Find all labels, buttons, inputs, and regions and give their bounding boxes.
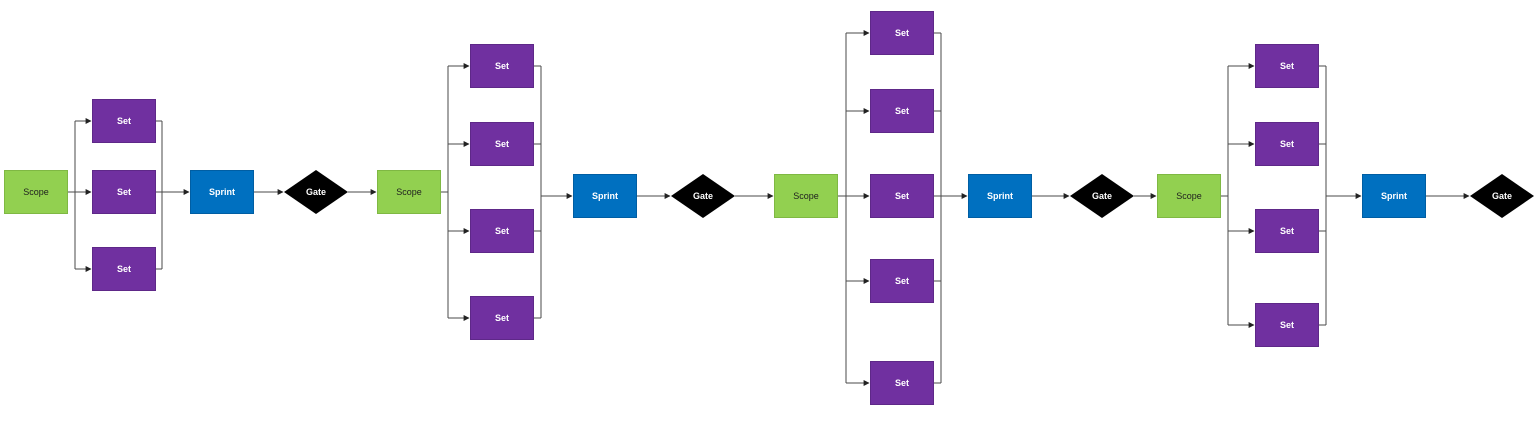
gate-diamond-2-label: Gate [692,191,713,201]
set-box-4-3[interactable]: Set [1255,209,1319,253]
scope-box-1-label: Scope [23,187,49,197]
set-box-3-4[interactable]: Set [870,259,934,303]
scope-box-2[interactable]: Scope [377,170,441,214]
set-box-3-4-label: Set [894,276,909,286]
set-box-4-1-label: Set [1279,61,1294,71]
sprint-box-1[interactable]: Sprint [190,170,254,214]
set-box-1-3[interactable]: Set [92,247,156,291]
gate-diamond-3[interactable]: Gate [1070,174,1134,218]
sprint-box-3[interactable]: Sprint [968,174,1032,218]
set-box-3-3[interactable]: Set [870,174,934,218]
sprint-box-1-label: Sprint [209,187,235,197]
set-box-1-2-label: Set [116,187,131,197]
gate-diamond-1-diamond-shape [284,170,348,214]
set-box-4-4-label: Set [1279,320,1294,330]
set-box-2-4-label: Set [494,313,509,323]
gate-diamond-4-label: Gate [1491,191,1512,201]
set-box-3-3-label: Set [894,191,909,201]
set-box-3-1[interactable]: Set [870,11,934,55]
set-box-2-1-label: Set [494,61,509,71]
set-box-2-1[interactable]: Set [470,44,534,88]
sprint-box-4-label: Sprint [1381,191,1407,201]
set-box-2-2[interactable]: Set [470,122,534,166]
set-box-1-1[interactable]: Set [92,99,156,143]
set-box-1-3-label: Set [116,264,131,274]
sprint-box-2[interactable]: Sprint [573,174,637,218]
scope-box-1[interactable]: Scope [4,170,68,214]
set-box-3-5[interactable]: Set [870,361,934,405]
set-box-4-2-label: Set [1279,139,1294,149]
set-box-4-4[interactable]: Set [1255,303,1319,347]
gate-diamond-3-diamond-shape [1070,174,1134,218]
sprint-box-4[interactable]: Sprint [1362,174,1426,218]
sprint-box-2-label: Sprint [592,191,618,201]
set-box-4-2[interactable]: Set [1255,122,1319,166]
set-box-1-1-label: Set [116,116,131,126]
gate-diamond-3-label: Gate [1091,191,1112,201]
sprint-box-3-label: Sprint [987,191,1013,201]
scope-box-2-label: Scope [396,187,422,197]
set-box-2-2-label: Set [494,139,509,149]
set-box-3-2[interactable]: Set [870,89,934,133]
set-box-1-2[interactable]: Set [92,170,156,214]
scope-box-4-label: Scope [1176,191,1202,201]
set-box-4-1[interactable]: Set [1255,44,1319,88]
set-box-2-4[interactable]: Set [470,296,534,340]
set-box-2-3-label: Set [494,226,509,236]
gate-diamond-1-label: Gate [305,187,326,197]
gate-diamond-1[interactable]: Gate [284,170,348,214]
set-box-3-5-label: Set [894,378,909,388]
gate-diamond-2[interactable]: Gate [671,174,735,218]
scope-box-4[interactable]: Scope [1157,174,1221,218]
set-box-3-2-label: Set [894,106,909,116]
gate-diamond-4-diamond-shape [1470,174,1534,218]
set-box-2-3[interactable]: Set [470,209,534,253]
set-box-3-1-label: Set [894,28,909,38]
scope-box-3-label: Scope [793,191,819,201]
set-box-4-3-label: Set [1279,226,1294,236]
scope-box-3[interactable]: Scope [774,174,838,218]
gate-diamond-4[interactable]: Gate [1470,174,1534,218]
gate-diamond-2-diamond-shape [671,174,735,218]
